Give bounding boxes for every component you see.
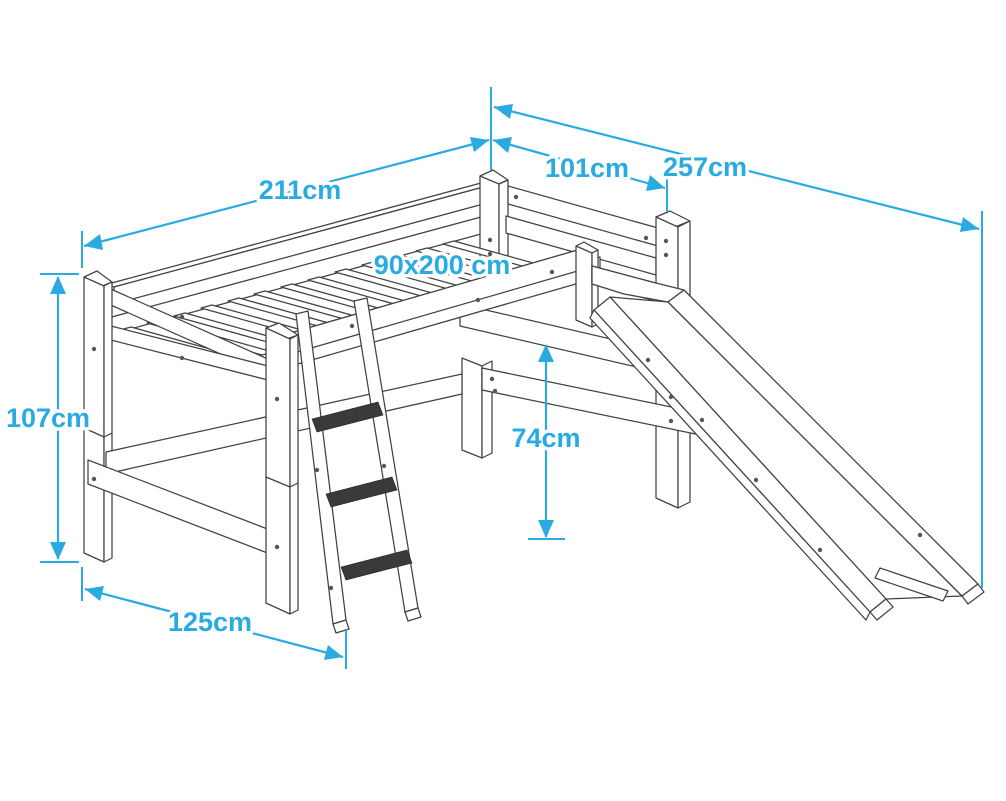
dimension-label-length-with-slide: 257cm xyxy=(663,152,747,182)
dim-line-length xyxy=(83,138,490,248)
dimension-label-head-width: 101cm xyxy=(545,153,629,183)
dim-line-with-slide xyxy=(493,105,980,231)
arrow-height-bottom xyxy=(50,542,66,560)
dimension-label-mattress-size: 90x200 cm xyxy=(374,250,511,280)
arrow-length-left xyxy=(84,234,103,250)
arrow-depth-left xyxy=(85,586,104,601)
dimension-labels: 211cm 101cm 257cm 107cm 74cm 125cm 90x20… xyxy=(2,149,750,641)
front-foot-leg xyxy=(265,322,299,615)
ladder-step-3 xyxy=(340,549,413,581)
arrow-height-top xyxy=(50,276,66,294)
arrow-depth-right xyxy=(324,645,343,660)
dimension-label-overall-height: 107cm xyxy=(6,403,90,433)
arrow-head-width-right xyxy=(646,175,665,191)
dimension-label-bed-length: 211cm xyxy=(259,175,342,205)
slide xyxy=(589,265,985,621)
dimension-lines xyxy=(56,105,980,659)
back-rail xyxy=(107,182,488,336)
bed-drawing xyxy=(83,169,985,634)
arrow-head-width-left xyxy=(493,137,512,153)
ladder-step-1 xyxy=(311,401,384,433)
ladder-step-2 xyxy=(325,476,398,508)
dimension-arrowheads xyxy=(50,104,979,660)
ladder xyxy=(295,297,422,634)
foot-stretcher xyxy=(87,459,271,555)
arrow-length-right xyxy=(470,137,489,152)
extension-lines xyxy=(40,87,983,669)
dim-line-head-width xyxy=(492,138,666,190)
dimension-label-under-bed-clearance: 74cm xyxy=(511,423,580,453)
dimension-label-depth-with-ladder: 125cm xyxy=(168,607,252,637)
arrow-clearance-bottom xyxy=(538,520,554,538)
arrow-with-slide-right xyxy=(960,217,979,232)
dim-line-depth xyxy=(84,587,344,659)
arrow-with-slide-left xyxy=(494,104,513,119)
arrow-clearance-top xyxy=(538,344,554,362)
dimension-annotations: 211cm 101cm 257cm 107cm 74cm 125cm 90x20… xyxy=(2,87,983,669)
screw-dots xyxy=(91,194,923,591)
